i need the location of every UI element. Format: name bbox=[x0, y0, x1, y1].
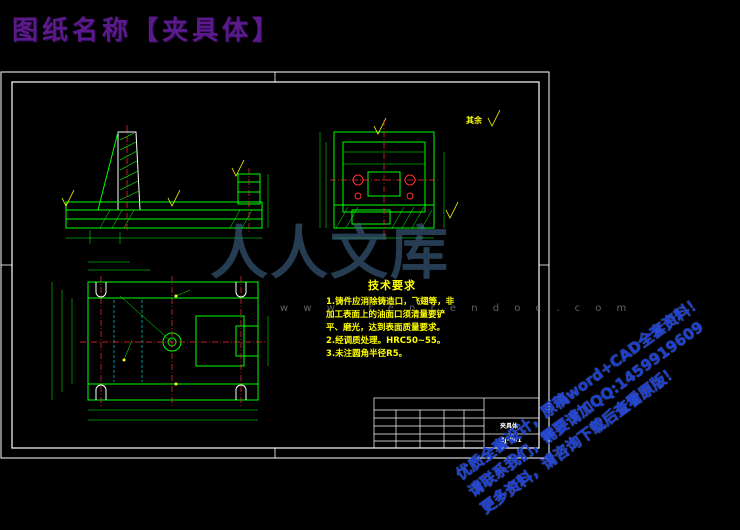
tech-requirements-title: 技术要求 bbox=[368, 279, 416, 292]
tech-item: 2.经调质处理。HRC50~55。 bbox=[326, 336, 446, 346]
roughness-note: 其余 bbox=[466, 116, 482, 125]
watermark-url: w w w . r e n r e n d o c . c o m bbox=[280, 303, 633, 314]
tech-item: 平、磨光，达到表面质量要求。 bbox=[326, 323, 446, 333]
tech-item: 1.铸件应消除铸造口，飞翅等，非 bbox=[326, 297, 455, 307]
title-block-drawing-no: ZJ-001 bbox=[500, 437, 522, 444]
tech-item: 加工表面上的油面口须清量要铲 bbox=[326, 310, 446, 320]
title-block bbox=[373, 397, 540, 449]
tech-item: 3.未注圆角半径R5。 bbox=[326, 349, 408, 359]
top-view bbox=[51, 261, 269, 421]
title-block-part-name: 夹具体 bbox=[500, 423, 519, 430]
page-title: 图纸名称【夹具体】 bbox=[12, 16, 283, 46]
tech-requirements: 1.铸件应消除铸造口，飞翅等，非 加工表面上的油面口须清量要铲 平、磨光，达到表… bbox=[326, 296, 454, 361]
front-view bbox=[61, 131, 269, 244]
watermark-brand: 人人文库 bbox=[210, 219, 451, 287]
